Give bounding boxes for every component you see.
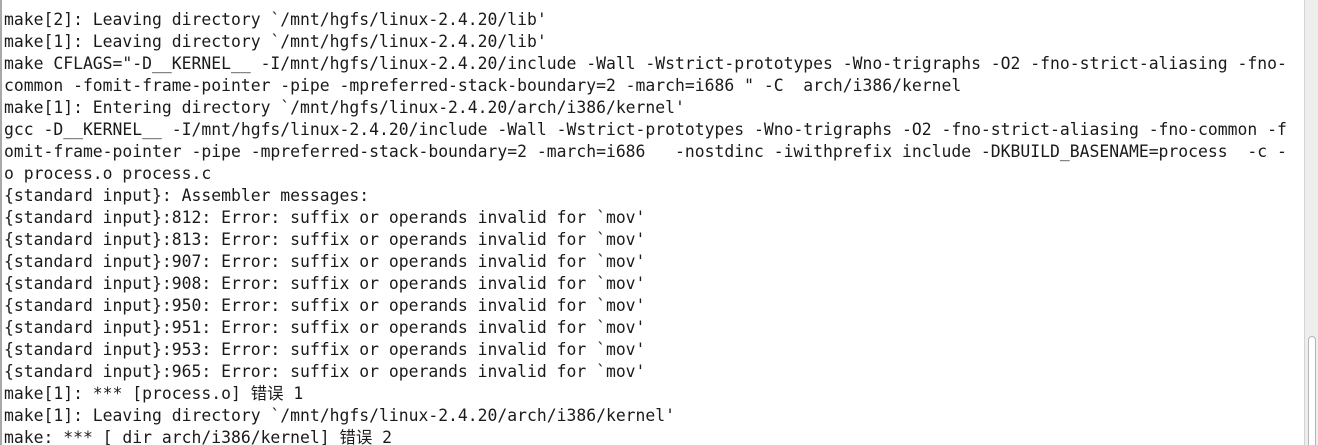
terminal-line: make[1]: *** [process.o] 错误 1 <box>4 384 304 403</box>
terminal-line: {standard input}:812: Error: suffix or o… <box>4 208 646 227</box>
window-left-border <box>0 0 2 445</box>
terminal-line: o process.o process.c <box>4 164 212 183</box>
terminal-line: {standard input}:908: Error: suffix or o… <box>4 274 646 293</box>
terminal-line: {standard input}:907: Error: suffix or o… <box>4 252 646 271</box>
terminal-line: omit-frame-pointer -pipe -mpreferred-sta… <box>4 142 1287 161</box>
terminal-line: make[1]: Leaving directory `/mnt/hgfs/li… <box>4 32 547 51</box>
terminal-line: {standard input}:953: Error: suffix or o… <box>4 340 646 359</box>
terminal-line: make[1]: Leaving directory `/mnt/hgfs/li… <box>4 406 676 425</box>
terminal-line: {standard input}:965: Error: suffix or o… <box>4 362 646 381</box>
terminal-line: {standard input}:951: Error: suffix or o… <box>4 318 646 337</box>
terminal-line: make[2]: Leaving directory `/mnt/hgfs/li… <box>4 10 547 29</box>
terminal-line: {standard input}:813: Error: suffix or o… <box>4 230 646 249</box>
terminal-line: make CFLAGS="-D__KERNEL__ -I/mnt/hgfs/li… <box>4 54 1287 73</box>
terminal-line: gcc -D__KERNEL__ -I/mnt/hgfs/linux-2.4.2… <box>4 120 1287 139</box>
terminal-output[interactable]: make[2]: Leaving directory `/mnt/hgfs/li… <box>4 9 1304 445</box>
terminal-line: {standard input}: Assembler messages: <box>4 186 370 205</box>
terminal-line: common -fomit-frame-pointer -pipe -mpref… <box>4 76 962 95</box>
terminal-line: make: *** [_dir_arch/i386/kernel] 错误 2 <box>4 428 393 445</box>
vertical-scrollbar[interactable] <box>1304 0 1318 445</box>
terminal-line: {standard input}:950: Error: suffix or o… <box>4 296 646 315</box>
terminal-line: make[1]: Entering directory `/mnt/hgfs/l… <box>4 98 685 117</box>
scrollbar-thumb[interactable] <box>1308 336 1316 445</box>
